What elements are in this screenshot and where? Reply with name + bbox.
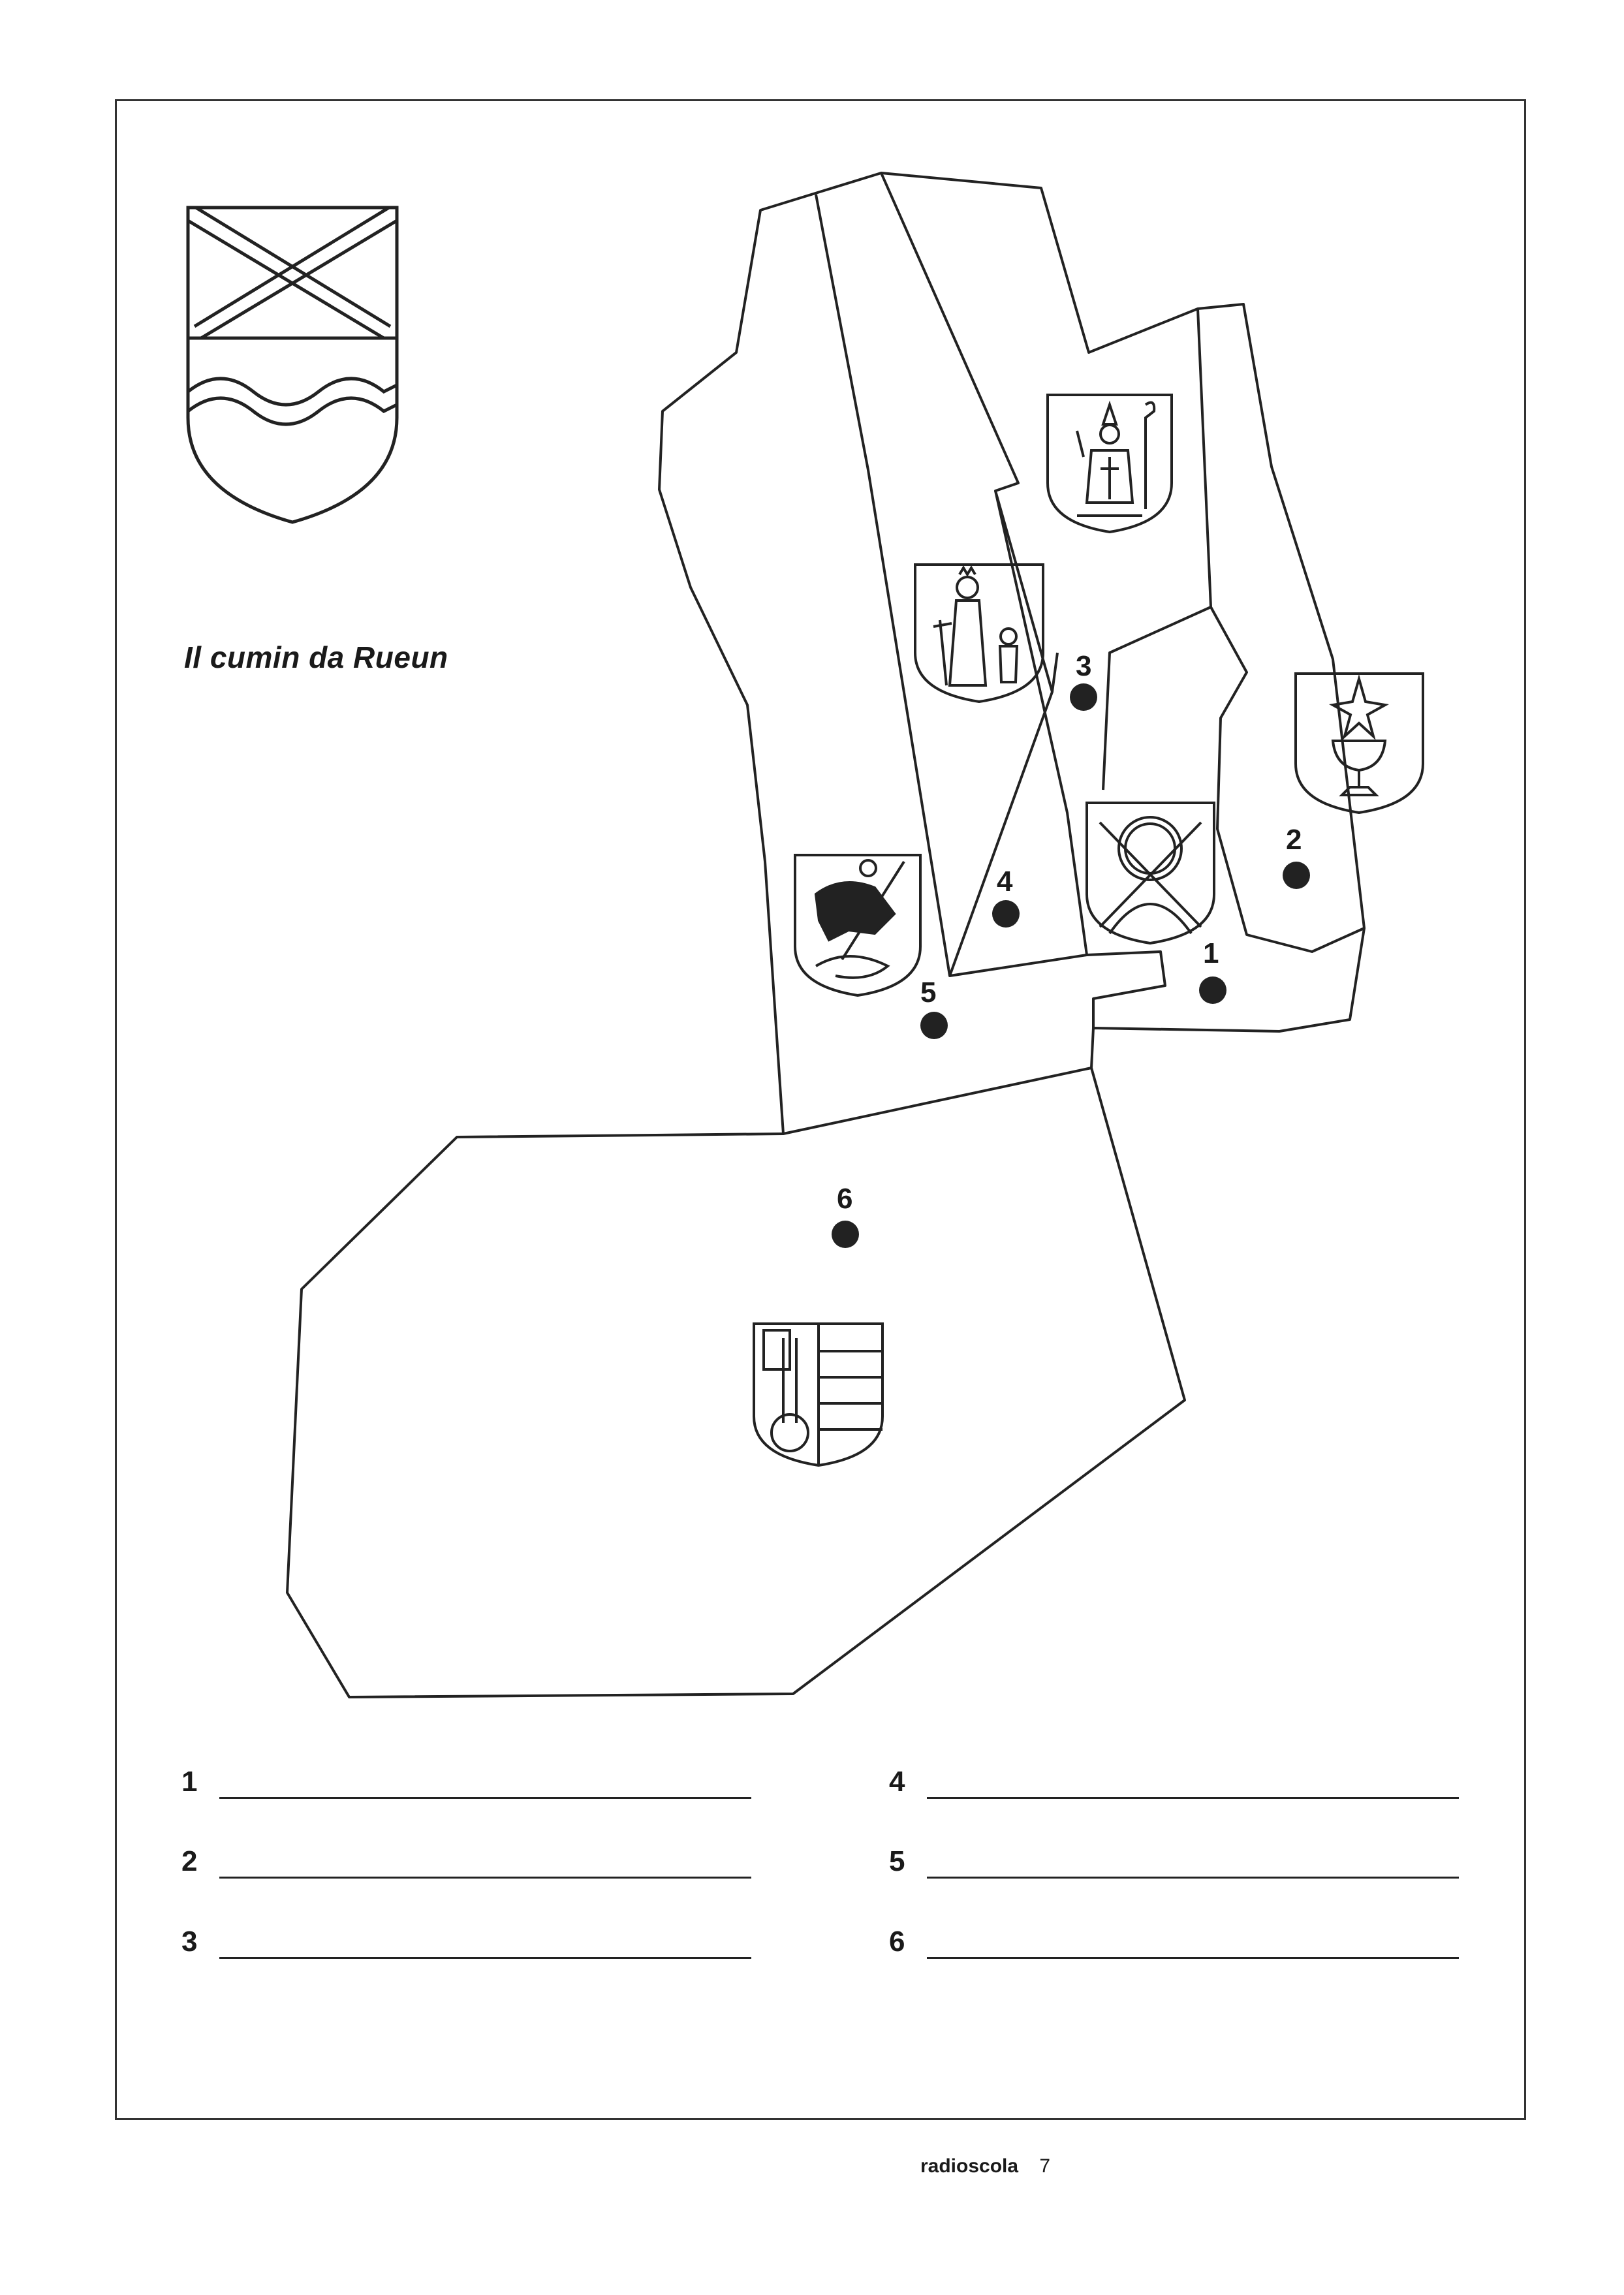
map-point-1 — [1199, 976, 1226, 1004]
district-border-f — [994, 490, 1166, 1028]
saint-with-child-coat — [914, 563, 1044, 704]
answer-number: 6 — [889, 1926, 905, 1958]
blank-line[interactable] — [927, 1797, 1459, 1799]
district-border-d — [1102, 308, 1212, 790]
district-border-e — [1210, 606, 1365, 953]
map-point-3 — [1070, 683, 1097, 711]
page-footer: radioscola 7 — [920, 2155, 1050, 2178]
map-point-label: 4 — [997, 866, 1013, 898]
district-outline-south — [286, 1067, 1186, 1698]
map-point-6 — [832, 1221, 859, 1248]
answer-number: 1 — [181, 1766, 198, 1798]
map-title: Il cumin da Rueun — [184, 640, 448, 674]
district-outline-north — [658, 172, 1366, 1135]
publication-name: radioscola — [920, 2155, 1019, 2177]
saint-george-coat — [794, 854, 922, 997]
blank-line[interactable] — [927, 1957, 1459, 1959]
blank-line[interactable] — [219, 1797, 751, 1799]
map-point-label: 6 — [837, 1183, 853, 1215]
answer-number: 4 — [889, 1766, 905, 1798]
bishop-saint-coat — [1046, 394, 1173, 534]
map-point-2 — [1283, 862, 1310, 889]
map-point-label: 3 — [1076, 650, 1092, 682]
saint-andrew-coat — [1085, 802, 1215, 945]
map-point-5 — [920, 1012, 948, 1039]
district-border-c — [948, 691, 1087, 977]
map-point-label: 5 — [920, 976, 937, 1008]
answer-number: 5 — [889, 1845, 905, 1877]
map-point-label: 2 — [1286, 824, 1302, 856]
district-border-a — [815, 194, 951, 976]
answer-number: 3 — [181, 1926, 198, 1958]
map-point-label: 1 — [1203, 937, 1219, 969]
answer-number: 2 — [181, 1845, 198, 1877]
blank-line[interactable] — [927, 1877, 1459, 1879]
star-chalice-coat — [1294, 672, 1424, 815]
rueun-coat — [186, 206, 399, 524]
map-point-4 — [992, 900, 1020, 928]
blank-line[interactable] — [219, 1957, 751, 1959]
page-frame — [115, 99, 1526, 2120]
map-point-dots — [832, 683, 1310, 1248]
district-border-b — [880, 172, 1059, 693]
page-number: 7 — [1039, 2155, 1051, 2177]
blank-line[interactable] — [219, 1877, 751, 1879]
key-bars-coat — [753, 1322, 884, 1467]
